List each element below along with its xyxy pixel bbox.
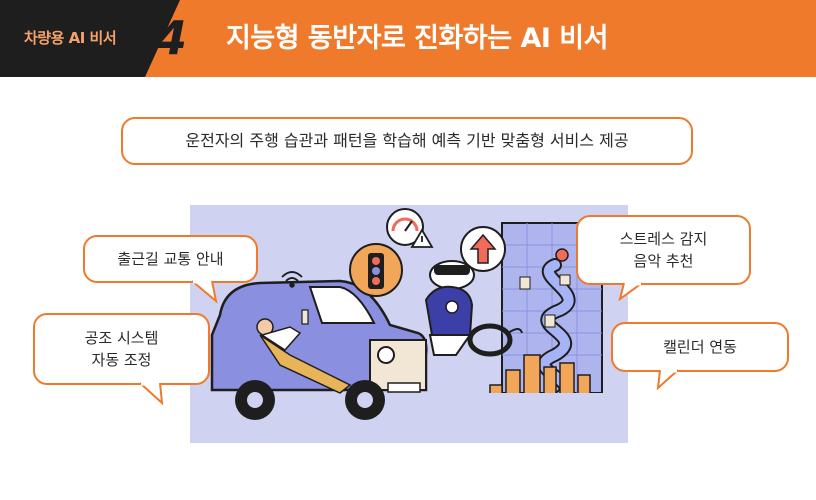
car <box>210 279 428 420</box>
robot-driver <box>424 260 523 357</box>
section-number: 4 <box>155 11 188 65</box>
bubble-climate-control: 공조 시스템 자동 조정 <box>33 313 210 385</box>
bubble-climate-tail <box>139 382 164 406</box>
bubble-stress-line1: 스트레스 감지 <box>619 230 708 248</box>
traffic-light-icon <box>349 243 403 297</box>
bubble-commute-traffic: 출근길 교통 안내 <box>83 235 258 283</box>
bubble-calendar-text: 캘린더 연동 <box>663 338 737 356</box>
bubble-commute-tail <box>191 280 218 304</box>
header-orange-block <box>145 0 816 77</box>
bubble-stress-line2: 음악 추천 <box>633 252 694 270</box>
arrow-up-icon <box>460 226 506 272</box>
bubble-calendar-tail <box>656 369 679 391</box>
subtitle-pill: 운전자의 주행 습관과 패턴을 학습해 예측 기반 맞춤형 서비스 제공 <box>121 117 693 165</box>
gauge-icon <box>386 208 434 248</box>
header-dark-block <box>0 0 180 77</box>
header-bar: 차량용 AI 비서 4 지능형 동반자로 진화하는 AI 비서 <box>0 0 816 77</box>
bubble-stress-music: 스트레스 감지 음악 추천 <box>576 215 751 285</box>
section-label: 차량용 AI 비서 <box>24 29 117 47</box>
bubble-stress-tail <box>618 282 643 302</box>
bubble-climate-line1: 공조 시스템 <box>84 329 159 347</box>
bubble-commute-text: 출근길 교통 안내 <box>117 250 224 268</box>
page-title: 지능형 동반자로 진화하는 AI 비서 <box>226 23 608 54</box>
bubble-climate-line2: 자동 조정 <box>91 351 152 369</box>
bubble-calendar-sync: 캘린더 연동 <box>611 322 789 372</box>
wifi-icon <box>281 271 303 288</box>
